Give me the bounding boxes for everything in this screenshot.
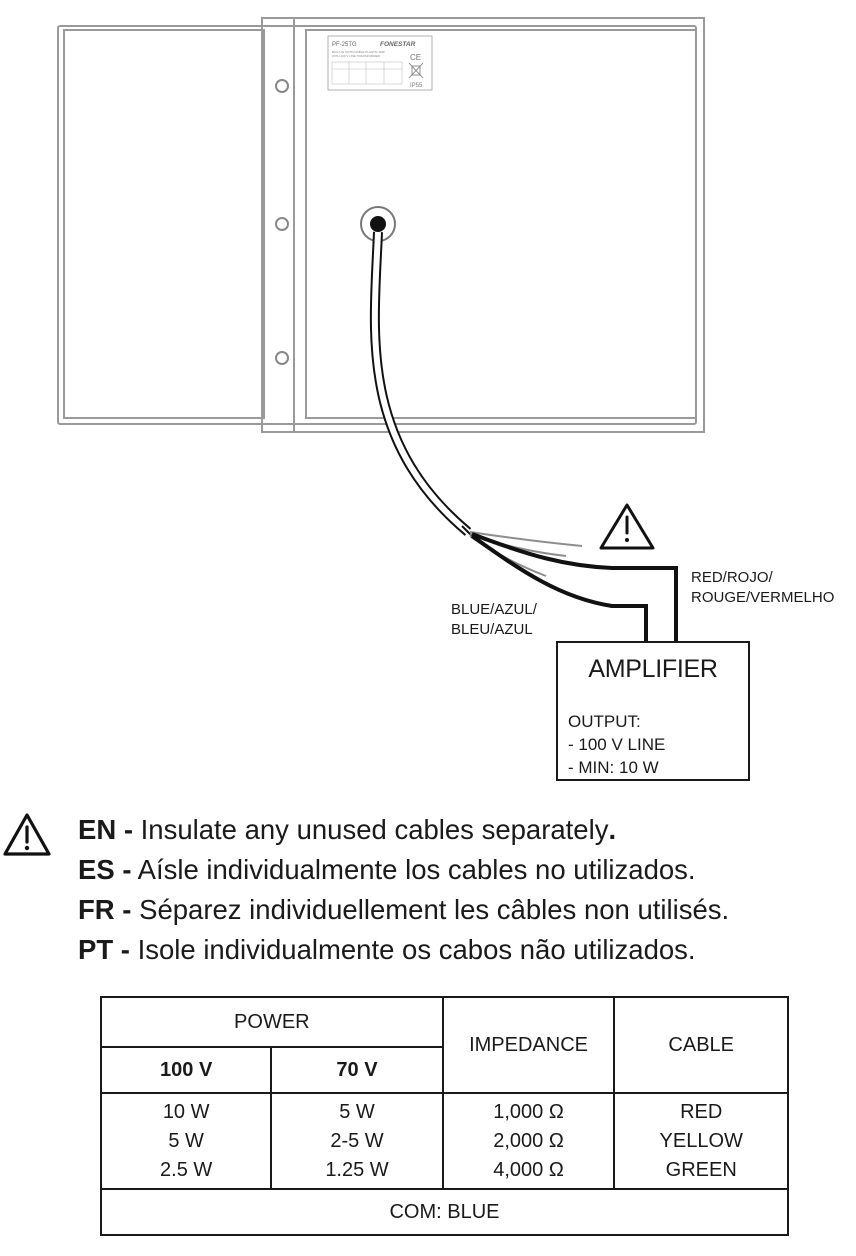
amplifier-output-spec: OUTPUT: - 100 V LINE - MIN: 10 W — [568, 710, 665, 779]
table-cell: 4,000 Ω — [493, 1158, 564, 1181]
label-text-1: BUILT-IN SWITCHABLE PLASTIC AMP — [332, 50, 385, 54]
power-70v-header: 70 V — [270, 1046, 444, 1094]
table-cell: 5 W — [339, 1100, 375, 1123]
mounting-holes — [275, 79, 289, 365]
power-70v-values: 5 W 2-5 W 1.25 W — [270, 1092, 444, 1190]
red-conductor — [471, 532, 678, 641]
table-row: 10 W 5 W 2.5 W 5 W 2-5 W 1.25 W 1,000 Ω … — [99, 1092, 789, 1190]
insulation-warning: EN - Insulate any unused cables separate… — [0, 808, 856, 968]
cable-header: CABLE — [613, 996, 789, 1094]
label-model: PF-25TG — [332, 42, 357, 48]
weee-bin-icon — [408, 62, 424, 79]
amplifier-box: AMPLIFIER OUTPUT: - 100 V LINE - MIN: 10… — [556, 641, 750, 781]
table-cell: RED — [680, 1100, 723, 1123]
warning-end: . — [608, 814, 617, 845]
red-wire-label-line-2: ROUGE/VERMELHO — [691, 589, 835, 606]
warning-lang-code: EN - — [78, 814, 133, 845]
table-header-row: POWER IMPEDANCE CABLE — [100, 996, 789, 1094]
power-header: POWER — [100, 996, 444, 1048]
table-cell: 10 W — [162, 1100, 210, 1123]
table-subheader-row: 100 V 70 V — [99, 1046, 788, 1094]
label-text-2: WITH 100 V LINE TRANSFORMER — [332, 54, 381, 58]
warning-lang-code: FR - — [78, 894, 132, 925]
warning-es: ES - Aísle individualmente los cables no… — [78, 850, 696, 890]
table-cell: GREEN — [665, 1158, 737, 1181]
warning-text: Insulate any unused cables separately — [140, 814, 609, 845]
common-wire-cell: COM: BLUE — [100, 1188, 789, 1236]
table-cell: 2-5 W — [330, 1129, 384, 1152]
red-wire-label-line-1: RED/ROJO/ — [691, 569, 773, 586]
table-cell: 2.5 W — [160, 1158, 213, 1181]
label-ce: CE — [410, 53, 421, 62]
table-cell: 5 W — [168, 1129, 204, 1152]
warning-text: Isole individualmente os cabos não utili… — [137, 934, 696, 965]
speaker-body — [57, 17, 705, 433]
amplifier-spec-line: - 100 V LINE — [568, 735, 666, 754]
product-label: PF-25TG FONESTAR BUILT-IN SWITCHABLE PLA… — [327, 35, 433, 91]
warning-pt: PT - Isole individualmente os cabos não … — [78, 930, 696, 970]
warning-fr: FR - Séparez individuellement les câbles… — [78, 890, 729, 930]
warning-text: Séparez individuellement les câbles non … — [139, 894, 730, 925]
red-wire-label: RED/ROJO/ ROUGE/VERMELHO — [691, 568, 834, 608]
warning-text: Aísle individualmente los cables no util… — [137, 854, 696, 885]
impedance-header: IMPEDANCE — [441, 996, 616, 1094]
warning-lang-code: ES - — [78, 854, 132, 885]
blue-conductor — [470, 534, 648, 641]
diagram-drawing: PF-25TG FONESTAR BUILT-IN SWITCHABLE PLA… — [57, 17, 705, 641]
power-100v-values: 10 W 5 W 2.5 W — [99, 1092, 273, 1190]
label-brand: FONESTAR — [380, 41, 416, 48]
blue-wire-label: BLUE/AZUL/ BLEU/AZUL — [451, 600, 537, 640]
warning-triangle-icon — [599, 503, 655, 550]
cable-values: RED YELLOW GREEN — [613, 1092, 789, 1190]
amplifier-spec-line: - MIN: 10 W — [568, 758, 659, 777]
amplifier-spec-line: OUTPUT: — [568, 712, 641, 731]
impedance-values: 1,000 Ω 2,000 Ω 4,000 Ω — [441, 1092, 616, 1190]
speaker-wiring-diagram: PF-25TG FONESTAR BUILT-IN SWITCHABLE PLA… — [57, 17, 834, 781]
table-cell: 2,000 Ω — [493, 1129, 564, 1152]
label-ip: IP55 — [410, 83, 423, 89]
warning-lang-code: PT - — [78, 934, 130, 965]
warning-en: EN - Insulate any unused cables separate… — [78, 810, 616, 850]
table-cell: 1,000 Ω — [493, 1100, 564, 1123]
blue-wire-label-line-2: BLEU/AZUL — [451, 621, 533, 638]
table-cell: YELLOW — [659, 1129, 743, 1152]
blue-wire-label-line-1: BLUE/AZUL/ — [451, 601, 537, 618]
warning-triangle-icon — [3, 813, 51, 856]
amplifier-title: AMPLIFIER — [588, 655, 718, 683]
power-impedance-table: POWER IMPEDANCE CABLE 100 V 70 V 10 W 5 … — [99, 996, 789, 1236]
table-footer-row: COM: BLUE — [100, 1188, 789, 1236]
power-100v-header: 100 V — [99, 1046, 273, 1094]
table-cell: 1.25 W — [325, 1158, 389, 1181]
